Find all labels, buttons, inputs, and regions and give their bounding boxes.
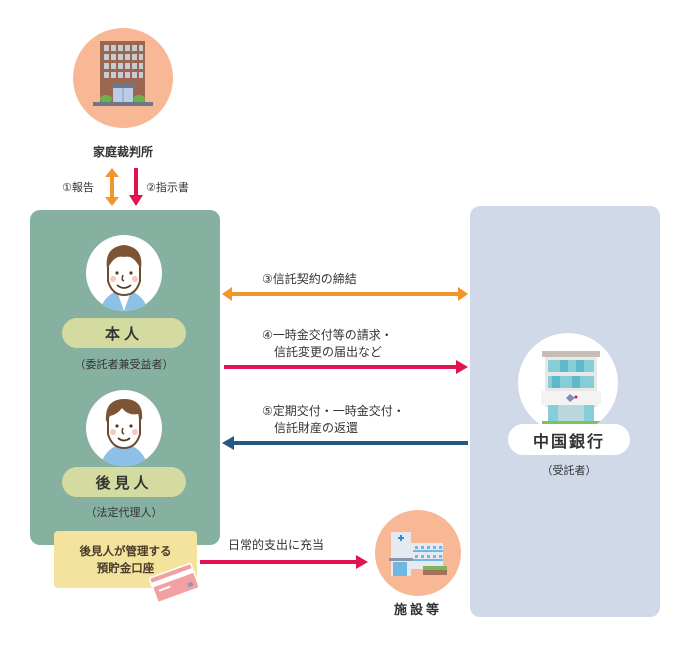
guardian-name: 後見人 [95,473,153,492]
bank-name-pill: 中国銀行 [508,424,630,455]
account-line-2: 預貯金口座 [96,560,155,575]
facility-label: 施設等 [393,603,442,618]
hospital-facility-icon [389,532,447,576]
report-arrow [105,168,119,206]
expense-arrow [200,555,368,569]
instruction-arrow [129,168,143,206]
principal-name: 本人 [104,324,143,343]
request-label-line-1: ④一時金交付等の請求・ [262,328,393,342]
court-icon-circle [73,28,173,128]
bank-role: （受託者） [541,464,597,477]
report-label: ①報告 [62,181,94,194]
elderly-man-avatar-icon [100,245,148,311]
bank-card-icon [149,563,200,602]
guardian-avatar [86,390,162,466]
contract-label: ③信託契約の締結 [262,272,357,286]
court-label: 家庭裁判所 [92,145,153,159]
instruction-label: ②指示書 [146,181,189,194]
contract-arrow [222,287,468,301]
bank-name: 中国銀行 [532,431,605,451]
payment-label-line-1: ⑤定期交付・一時金交付・ [262,404,405,418]
guardian-name-pill: 後見人 [62,467,186,497]
payment-arrow [222,436,468,450]
expense-label: 日常的支出に充当 [228,538,325,552]
principal-role: （委託者兼受益者） [74,358,174,371]
bank-icon-circle [518,333,618,433]
request-label-line-2: 信託変更の届出など [274,345,383,359]
guardian-role: （法定代理人） [85,506,163,519]
principal-avatar [86,235,162,311]
request-arrow [224,360,468,374]
payment-label-line-2: 信託財産の返還 [274,421,359,435]
facility-icon-circle [375,510,461,596]
bank-building-icon [541,351,601,425]
account-line-1: 後見人が管理する [79,543,172,558]
man-avatar-icon [100,398,148,466]
principal-name-pill: 本人 [62,318,186,348]
court-building-icon [93,41,153,106]
